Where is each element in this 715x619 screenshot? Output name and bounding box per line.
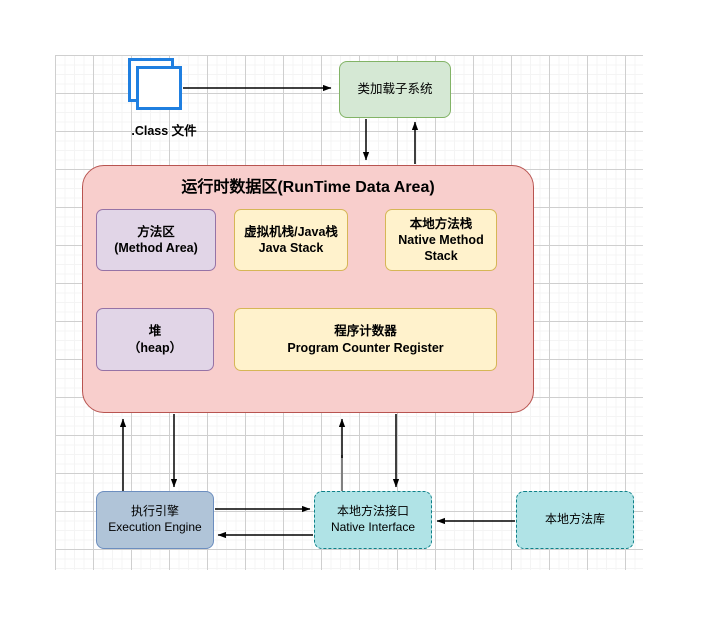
java-stack-line1: 虚拟机栈/Java栈 <box>244 224 338 239</box>
heap-node[interactable]: 堆 （heap） <box>96 308 214 371</box>
class-file-sheet-front <box>136 66 182 110</box>
class-loader-label: 类加载子系统 <box>357 82 433 97</box>
java-stack-node[interactable]: 虚拟机栈/Java栈 Java Stack <box>234 209 348 271</box>
method-area-line2: (Method Area) <box>114 241 198 255</box>
runtime-data-area-node[interactable]: 运行时数据区(RunTime Data Area) <box>82 165 534 413</box>
runtime-data-area-title: 运行时数据区(RunTime Data Area) <box>181 179 435 196</box>
native-interface-line1: 本地方法接口 <box>336 504 409 519</box>
native-interface-line2: Native Interface <box>330 520 416 534</box>
class-file-label: .Class 文件 <box>131 124 197 138</box>
native-library-node[interactable]: 本地方法库 <box>516 491 634 549</box>
native-method-stack-line3: Stack <box>424 249 458 264</box>
program-counter-register-node[interactable]: 程序计数器 Program Counter Register <box>234 308 497 371</box>
heap-line2: （heap） <box>127 340 183 355</box>
native-method-stack-node[interactable]: 本地方法栈 Native Method Stack <box>385 209 497 271</box>
java-stack-line2: Java Stack <box>258 241 324 255</box>
class-loader-subsystem-node[interactable]: 类加载子系统 <box>339 61 451 118</box>
execution-engine-line1: 执行引擎 <box>130 504 179 519</box>
pc-register-line2: Program Counter Register <box>287 340 444 355</box>
pc-register-line1: 程序计数器 <box>334 324 397 339</box>
method-area-node[interactable]: 方法区 (Method Area) <box>96 209 216 271</box>
execution-engine-node[interactable]: 执行引擎 Execution Engine <box>96 491 214 549</box>
native-interface-node[interactable]: 本地方法接口 Native Interface <box>314 491 432 549</box>
native-method-stack-line2: Native Method <box>398 232 484 247</box>
native-method-stack-line1: 本地方法栈 <box>409 216 473 231</box>
execution-engine-line2: Execution Engine <box>108 520 202 534</box>
method-area-line1: 方法区 <box>137 224 175 239</box>
class-file-icon[interactable] <box>128 58 192 118</box>
native-library-line1: 本地方法库 <box>544 512 605 527</box>
heap-line1: 堆 <box>148 324 162 339</box>
